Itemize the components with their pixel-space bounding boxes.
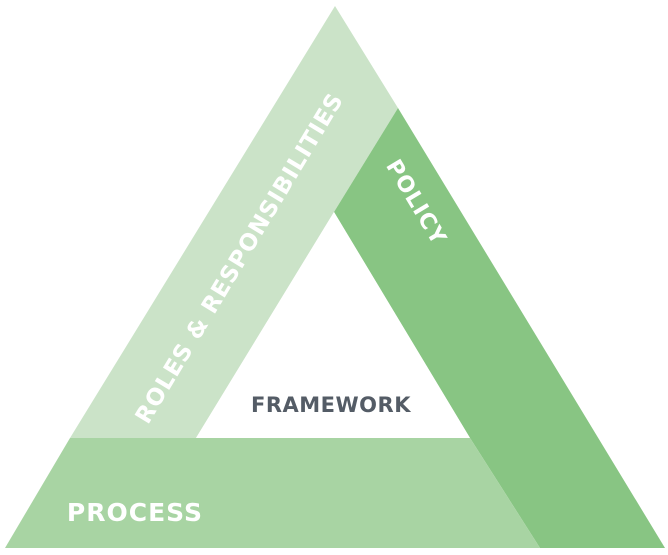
process-label: PROCESS (67, 498, 203, 527)
process-band (5, 438, 540, 548)
framework-label: FRAMEWORK (251, 393, 411, 417)
policy-band (334, 108, 665, 548)
roles-responsibilities-band (70, 6, 398, 438)
framework-center-triangle (196, 212, 470, 438)
